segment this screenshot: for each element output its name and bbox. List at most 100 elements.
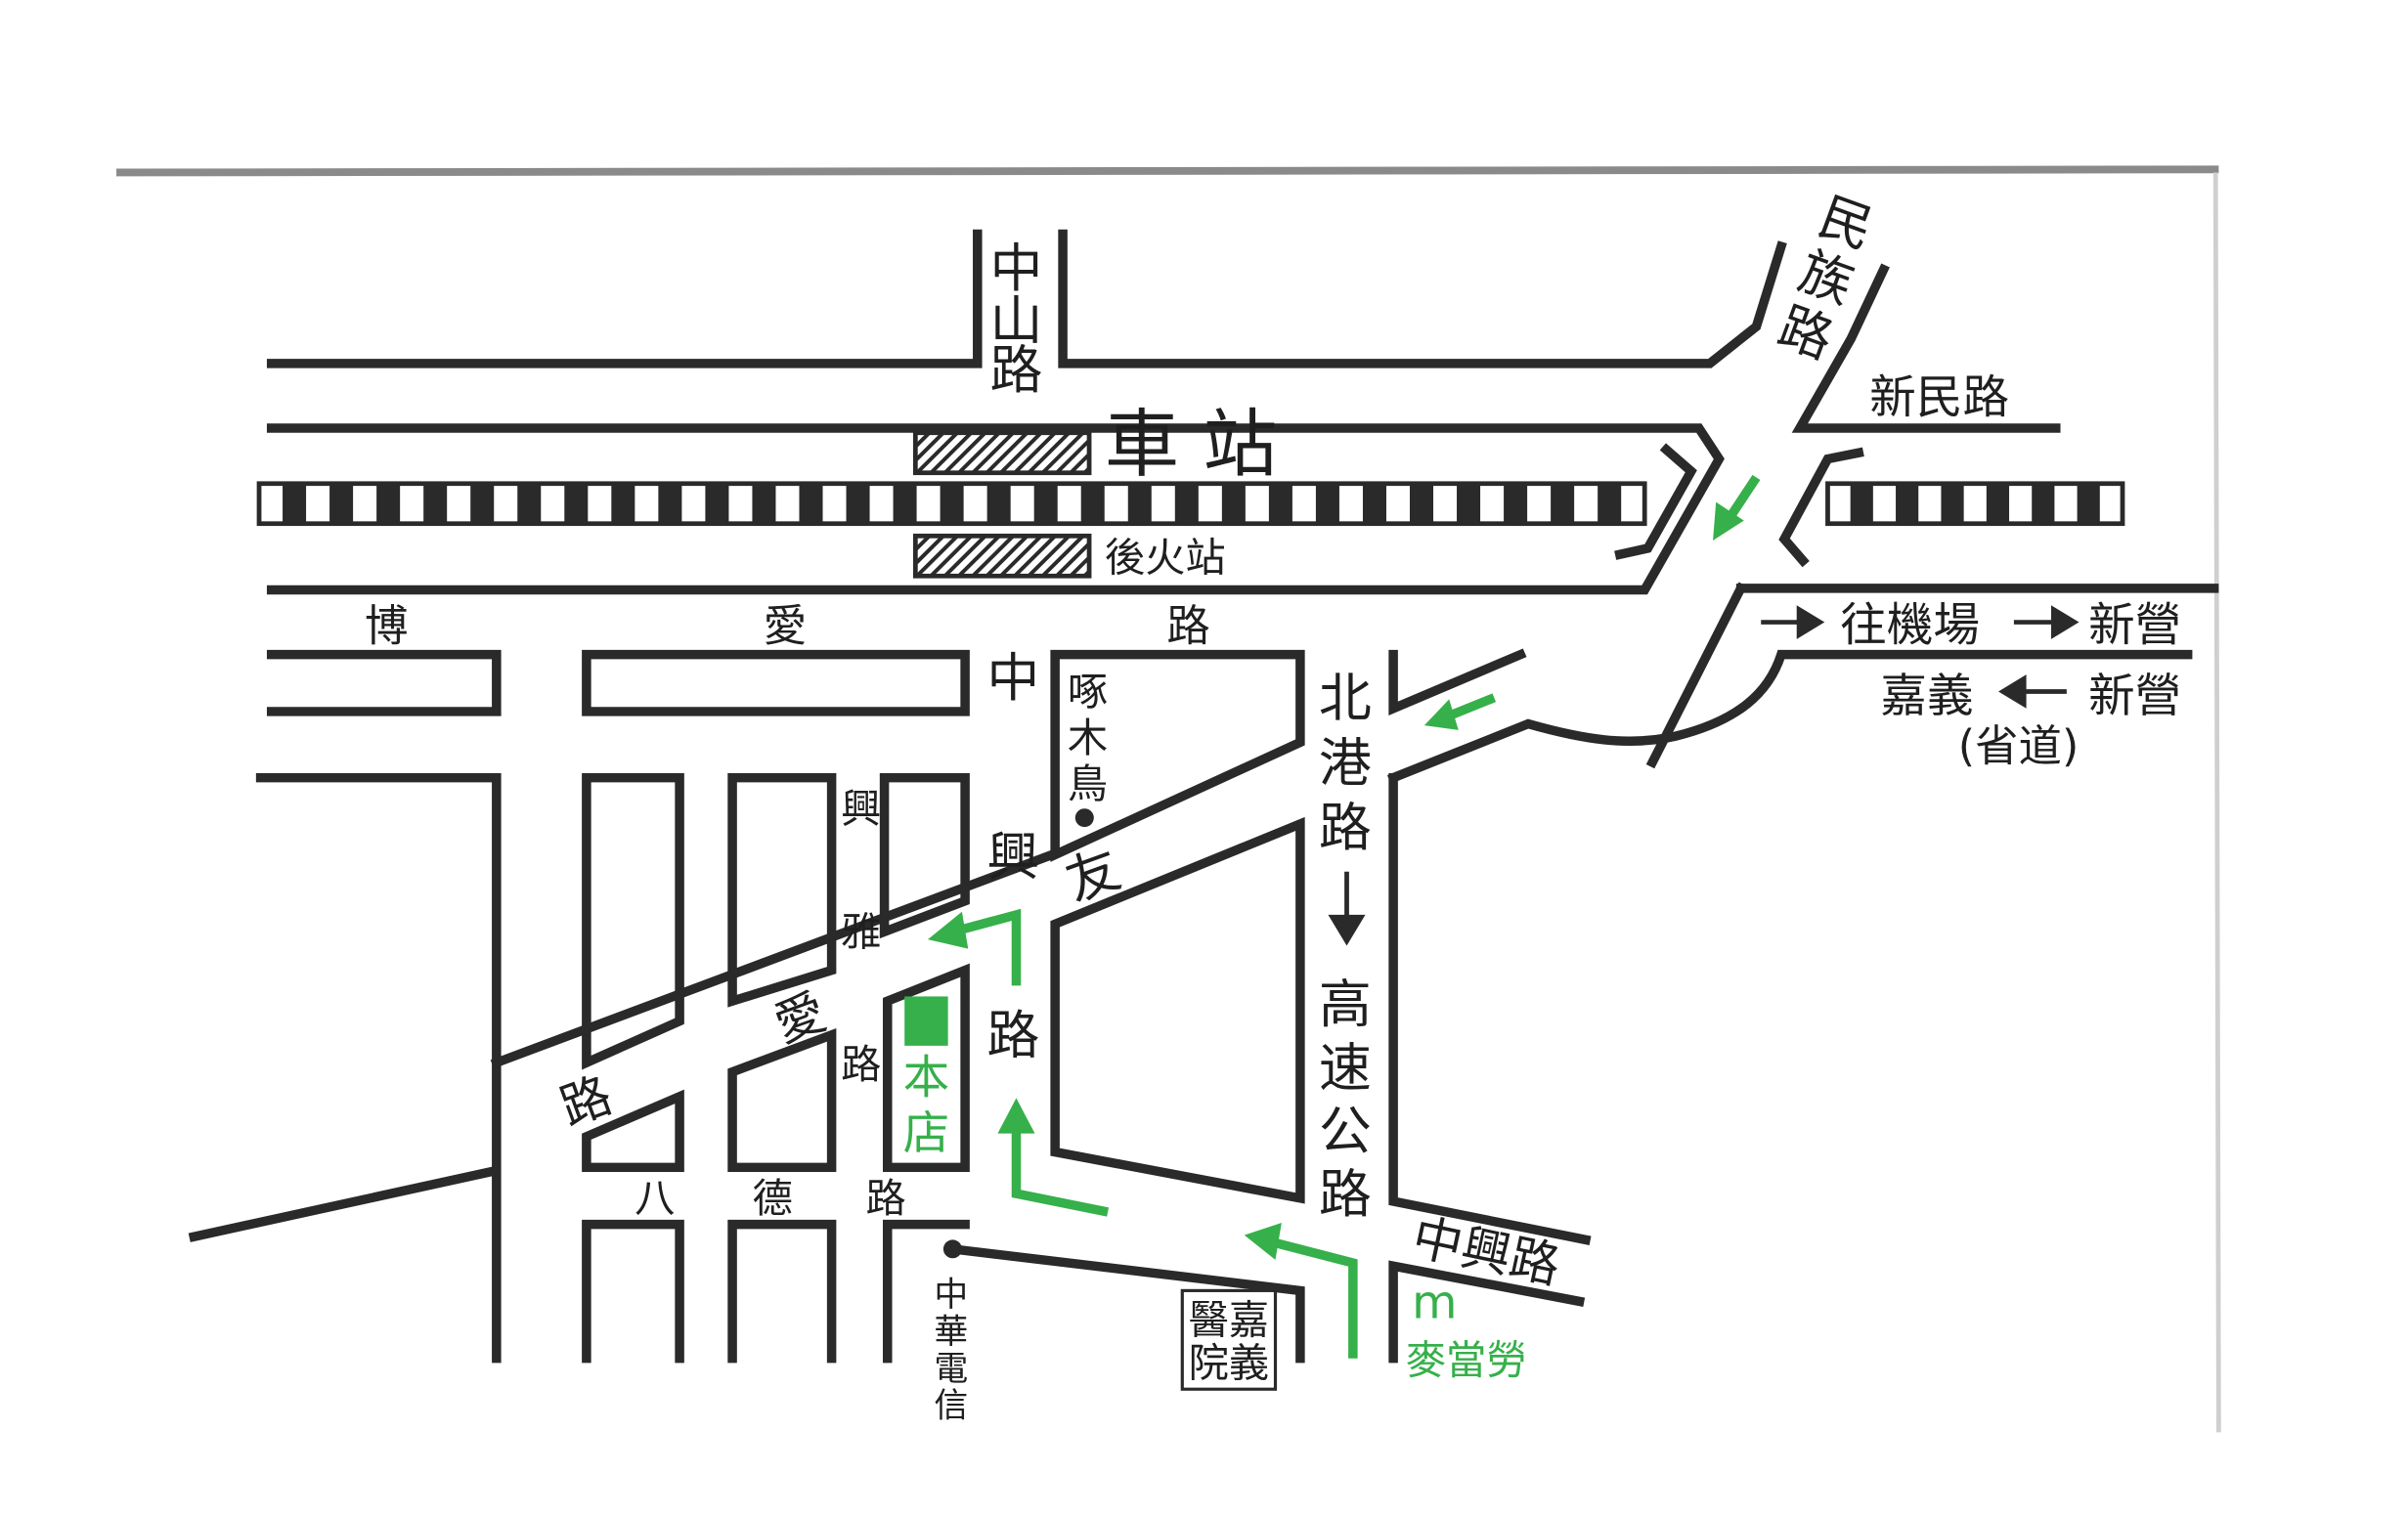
rail-tie bbox=[1033, 483, 1058, 524]
rail-tie bbox=[283, 483, 307, 524]
railway-track-east bbox=[1825, 481, 2125, 527]
highway-road-char-2: 速 bbox=[1319, 1037, 1372, 1099]
rail-tie bbox=[1504, 483, 1528, 524]
rail-tie bbox=[1551, 483, 1575, 524]
bade-block-1 bbox=[582, 1219, 684, 1364]
block-d bbox=[582, 1089, 684, 1173]
minzu-road-east bbox=[1791, 263, 2061, 433]
rail-tie bbox=[376, 483, 401, 524]
store-square-icon bbox=[904, 996, 948, 1046]
route-arrow-1-head bbox=[1713, 501, 1744, 542]
route-arrow-3-head bbox=[928, 911, 969, 949]
block-e bbox=[727, 1028, 837, 1173]
mcdonalds-logo-icon: m bbox=[1412, 1277, 1457, 1330]
rail-tie bbox=[1268, 483, 1292, 524]
zhongxing-road-char-3: 路 bbox=[986, 1005, 1039, 1066]
bade-block-2 bbox=[727, 1219, 837, 1364]
rail-tie bbox=[1598, 483, 1622, 524]
hatch-line bbox=[913, 534, 932, 551]
hatch-line bbox=[1082, 466, 1091, 475]
arrow-right-icon bbox=[1761, 605, 1825, 639]
rail-tie bbox=[1080, 483, 1105, 524]
rail-tie bbox=[658, 483, 682, 524]
rail-tie bbox=[799, 483, 823, 524]
xinmin-road-label: 新民路 bbox=[1869, 370, 2009, 424]
head-store-char-2: 店 bbox=[903, 1107, 950, 1161]
xingya-road-char-3: 路 bbox=[841, 1041, 881, 1088]
hatch-line bbox=[1082, 570, 1091, 578]
rail-tie bbox=[517, 483, 542, 524]
south-road-east bbox=[1388, 1260, 1586, 1364]
beigang-road-char-3: 路 bbox=[1319, 797, 1372, 858]
store-block bbox=[882, 963, 970, 1173]
mcdonalds-label: 麥當勞 bbox=[1406, 1337, 1527, 1384]
rail-tie bbox=[893, 483, 917, 524]
block-c bbox=[879, 772, 970, 939]
bade-road-char-3: 路 bbox=[866, 1175, 906, 1222]
hatch-line bbox=[913, 431, 945, 462]
hatch-line bbox=[943, 431, 987, 475]
railway-track bbox=[256, 481, 1647, 527]
junction-bracket-left bbox=[1614, 443, 1697, 560]
boai-road-char-1: 博 bbox=[365, 602, 408, 652]
bade-block-3 bbox=[882, 1219, 970, 1364]
hospital-box bbox=[1180, 1288, 1278, 1391]
route-arrows bbox=[928, 474, 1761, 1359]
hatch-line bbox=[1013, 534, 1057, 578]
boai-block-2 bbox=[582, 649, 970, 716]
rail-frame bbox=[1825, 481, 2125, 527]
minzu-road-label: 民 族 路 bbox=[1771, 186, 1882, 371]
hatch-line bbox=[1027, 431, 1071, 475]
hatch-line bbox=[985, 431, 1029, 475]
woodpecker-char-2: 木 bbox=[1068, 715, 1108, 761]
card-right-edge bbox=[2212, 172, 2221, 1433]
rail-tie bbox=[986, 483, 1011, 524]
hatch-line bbox=[929, 431, 973, 475]
highway-road-char-3: 公 bbox=[1319, 1101, 1372, 1162]
rail-tie bbox=[2077, 483, 2100, 524]
rail-tie bbox=[705, 483, 729, 524]
beigang-road-char-2: 港 bbox=[1319, 732, 1372, 794]
bade-road-char-2: 德 bbox=[753, 1175, 793, 1222]
hatch-line bbox=[943, 534, 987, 578]
route-arrow-4 bbox=[1011, 1127, 1110, 1217]
telecom-char-1: 中 bbox=[934, 1276, 968, 1315]
hatch-line bbox=[985, 534, 1029, 578]
zhongshan-road-char-1: 中 bbox=[989, 238, 1042, 299]
rail-tie bbox=[611, 483, 635, 524]
rail-tie bbox=[564, 483, 589, 524]
rail-tie bbox=[1457, 483, 1481, 524]
rail-tie bbox=[1174, 483, 1199, 524]
rail-tie bbox=[1127, 483, 1152, 524]
rail-tie bbox=[752, 483, 776, 524]
hatch-line bbox=[929, 534, 973, 578]
hatch-line bbox=[957, 431, 1001, 475]
arrow-down-icon bbox=[1328, 871, 1366, 946]
hatch-line bbox=[957, 534, 1001, 578]
rail-tie bbox=[1986, 483, 2010, 524]
route-arrow-5-head bbox=[1244, 1223, 1282, 1260]
rail-tie bbox=[2032, 483, 2055, 524]
boai-road-char-3: 路 bbox=[1166, 602, 1209, 652]
route-arrow-3 bbox=[957, 908, 1022, 986]
rail-tie bbox=[1410, 483, 1434, 524]
hatch-line bbox=[915, 534, 959, 578]
hatch-line bbox=[913, 534, 945, 566]
zhongxing-diagonal-long bbox=[490, 848, 1059, 1069]
route-arrow-4-head bbox=[997, 1098, 1035, 1134]
to-airport-label: 往機場 bbox=[1840, 599, 1980, 653]
card-top-edge bbox=[116, 165, 2219, 177]
highway-road-char-4: 路 bbox=[1319, 1163, 1372, 1225]
xinying-bottom-label: 新營 bbox=[2088, 670, 2181, 723]
station-label: 車 站 bbox=[1105, 402, 1278, 488]
rail-tie bbox=[1896, 483, 1919, 524]
beigang-road-east bbox=[1388, 648, 1527, 715]
route-arrow-5 bbox=[1274, 1237, 1358, 1359]
hatch-line bbox=[971, 534, 1015, 578]
beigang-road-char-1: 北 bbox=[1319, 668, 1372, 729]
hatch-line bbox=[1069, 453, 1091, 475]
hospital-left-char-1: 醫 bbox=[1189, 1297, 1229, 1344]
hospital-right-char-2: 義 bbox=[1229, 1340, 1269, 1387]
rail-tie bbox=[1941, 483, 1964, 524]
block-a bbox=[582, 772, 684, 1070]
